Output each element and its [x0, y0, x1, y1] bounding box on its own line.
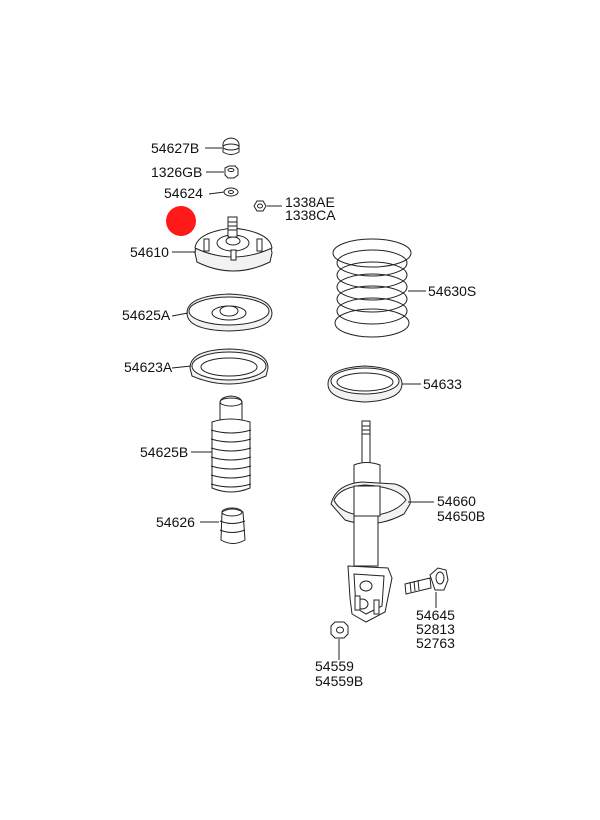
label-1326GB: 1326GB	[151, 164, 202, 180]
part-54624-washer	[223, 187, 239, 197]
part-54623A-ring	[189, 348, 269, 385]
label-54623A: 54623A	[124, 359, 173, 375]
part-54630S-spring	[332, 238, 412, 338]
label-54650B: 54650B	[437, 508, 485, 524]
label-54630S: 54630S	[428, 283, 476, 299]
part-1338AE-nut	[253, 200, 267, 212]
label-1338AE: 1338AE	[285, 194, 335, 210]
part-54559-nut	[330, 621, 349, 639]
part-54626-bumper	[219, 507, 246, 544]
label-54624: 54624	[164, 185, 203, 201]
label-54627B: 54627B	[151, 140, 199, 156]
part-54660-strut	[330, 420, 411, 623]
part-54625A-seat	[186, 293, 273, 332]
label-54645: 54645	[416, 607, 455, 623]
label-54559B: 54559B	[315, 673, 363, 689]
part-54627B-cap	[222, 137, 240, 155]
label-54660: 54660	[437, 493, 476, 509]
label-54625A: 54625A	[122, 307, 171, 323]
part-54625B-bellows	[210, 395, 252, 493]
part-54610-mount	[194, 216, 273, 272]
label-52763: 52763	[416, 635, 455, 651]
leader-lines	[171, 147, 437, 660]
label-54610: 54610	[130, 244, 169, 260]
label-54625B: 54625B	[140, 444, 188, 460]
label-54633: 54633	[423, 376, 462, 392]
label-54559: 54559	[315, 658, 354, 674]
part-54645-bolt	[404, 567, 449, 595]
label-1338CA: 1338CA	[285, 207, 336, 223]
part-1326GB-nut	[224, 165, 239, 179]
label-52813: 52813	[416, 621, 455, 637]
label-54626: 54626	[156, 514, 195, 530]
part-54633-insulator	[327, 365, 403, 403]
highlight-marker	[166, 206, 196, 236]
